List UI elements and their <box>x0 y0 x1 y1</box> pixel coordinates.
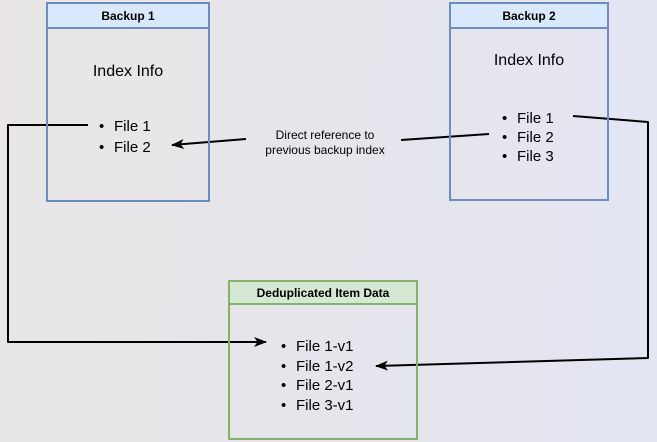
backup2-index-info: Index Info <box>493 52 565 69</box>
file-item: File 2-v1 <box>281 376 354 396</box>
file-item: File 1-v1 <box>281 337 354 357</box>
file-item: File 1 <box>99 116 151 137</box>
backup2-header: Backup 2 <box>451 4 607 29</box>
backup2-file-list: File 1 File 2 File 3 <box>502 109 554 166</box>
reference-label-line1: Direct reference to <box>275 128 375 142</box>
dedup-title: Deduplicated Item Data <box>256 285 390 300</box>
backup2-title: Backup 2 <box>502 8 556 23</box>
backup1-header: Backup 1 <box>48 4 208 29</box>
file-item: File 3-v1 <box>281 396 354 416</box>
file-item: File 2 <box>99 137 151 158</box>
reference-label-line2: previous backup index <box>265 143 385 157</box>
dedup-file-list: File 1-v1 File 1-v2 File 2-v1 File 3-v1 <box>281 337 354 415</box>
file-item: File 3 <box>502 147 554 166</box>
backup1-file-list: File 1 File 2 <box>99 116 151 158</box>
dedup-box: Deduplicated Item Data File 1-v1 File 1-… <box>228 280 418 440</box>
dedup-header: Deduplicated Item Data <box>230 282 416 305</box>
file-item: File 1 <box>502 109 554 128</box>
backup1-index-info: Index Info <box>92 63 164 80</box>
backup1-box: Backup 1 Index Info File 1 File 2 <box>46 2 210 202</box>
backup2-box: Backup 2 Index Info File 1 File 2 File 3 <box>449 2 609 201</box>
backup1-title: Backup 1 <box>101 8 155 23</box>
file-item: File 1-v2 <box>281 357 354 377</box>
file-item: File 2 <box>502 128 554 147</box>
reference-label: Direct reference to previous backup inde… <box>245 128 405 158</box>
